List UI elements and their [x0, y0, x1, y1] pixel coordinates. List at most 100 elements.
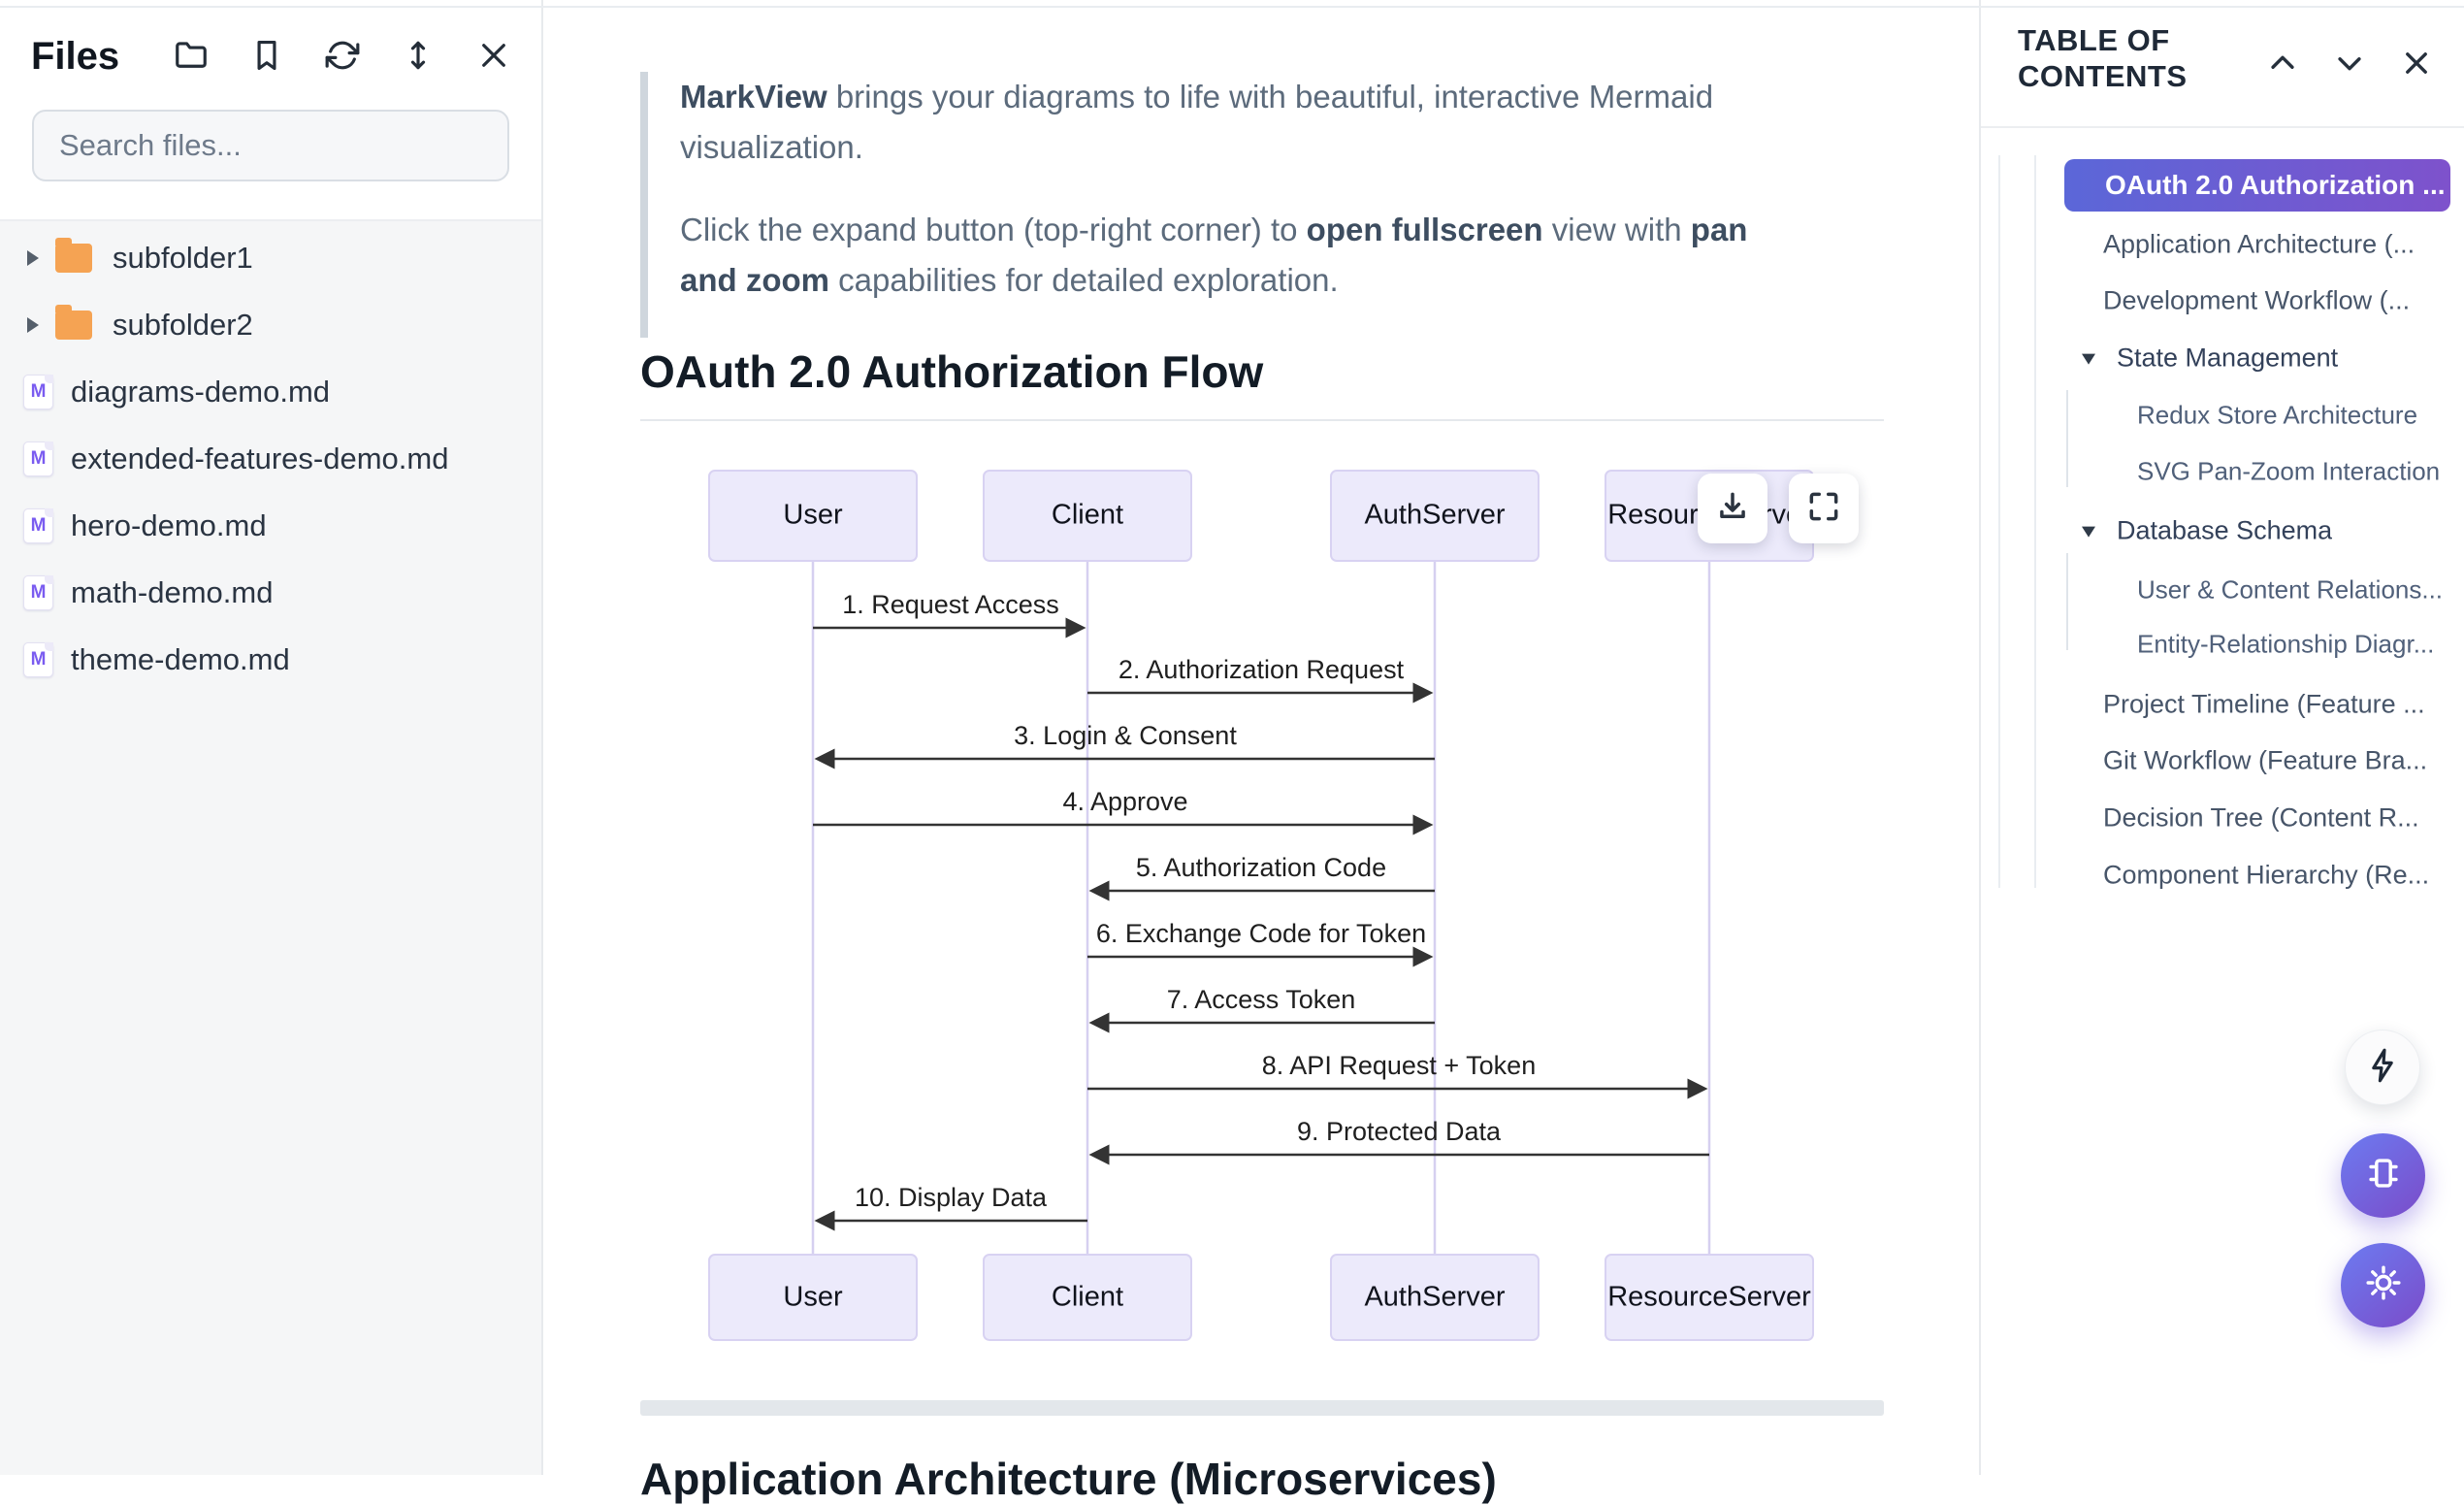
svg-text:3. Login & Consent: 3. Login & Consent: [1014, 721, 1237, 750]
close-icon: [2400, 47, 2433, 84]
toc-title: TABLE OF CONTENTS: [2018, 23, 2188, 93]
folder-icon: [55, 237, 92, 273]
new-folder-button[interactable]: [173, 39, 210, 76]
lightning-icon: [2362, 1045, 2403, 1091]
close-icon: [475, 37, 512, 79]
file-name: math-demo.md: [71, 574, 274, 609]
toc-prev-button[interactable]: [2264, 47, 2301, 83]
expand-collapse-button[interactable]: [400, 39, 437, 76]
file-name: diagrams-demo.md: [71, 374, 331, 409]
toc-item[interactable]: Application Architecture (...: [2103, 229, 2415, 259]
close-sidebar-button[interactable]: [475, 39, 512, 76]
toc-item[interactable]: Git Workflow (Feature Bra...: [2103, 745, 2428, 775]
markdown-file-icon: M: [23, 574, 53, 610]
bookmark-icon: [248, 37, 285, 79]
toc-item[interactable]: Decision Tree (Content R...: [2103, 802, 2419, 833]
chevron-right-icon[interactable]: [27, 249, 39, 266]
markdown-file-icon: M: [23, 374, 53, 409]
svg-text:2. Authorization Request: 2. Authorization Request: [1119, 655, 1405, 684]
svg-text:10. Display Data: 10. Display Data: [855, 1183, 1048, 1212]
file-row-diagrams-demo[interactable]: M diagrams-demo.md: [0, 358, 541, 425]
actor-box-bottom: User Client AuthServer ResourceServer: [708, 1254, 1814, 1341]
toc-item-expandable[interactable]: State Management: [2117, 343, 2339, 373]
sequence-message-labels: 1. Request Access 2. Authorization Reque…: [842, 590, 1536, 1212]
sun-icon: [2361, 1260, 2406, 1310]
mermaid-sequence-diagram: User Client AuthServer ResourceServer 1.…: [708, 470, 1814, 1341]
fullscreen-icon: [1805, 488, 1842, 530]
files-panel-title: Files: [31, 35, 120, 78]
file-row-extended-features-demo[interactable]: M extended-features-demo.md: [0, 425, 541, 492]
markdown-file-icon: M: [23, 441, 53, 476]
markdown-preview-pane: MarkView brings your diagrams to life wi…: [545, 0, 1979, 1504]
svg-text:1. Request Access: 1. Request Access: [842, 590, 1059, 619]
caret-down-icon[interactable]: [2082, 526, 2095, 538]
chevron-down-icon: [2333, 47, 2366, 84]
mermaid-diagram-container: User Client AuthServer ResourceServer 1.…: [640, 446, 1884, 1349]
svg-text:AuthServer: AuthServer: [1364, 500, 1505, 531]
toc-item-sub[interactable]: Redux Store Architecture: [2137, 400, 2418, 430]
svg-text:8. API Request + Token: 8. API Request + Token: [1262, 1051, 1536, 1080]
folder-name: subfolder2: [113, 307, 253, 342]
toc-indent-guide: [2066, 390, 2068, 487]
chevron-up-icon: [2266, 47, 2299, 84]
svg-text:User: User: [783, 500, 843, 531]
bookmarks-button[interactable]: [248, 39, 285, 76]
toc-item-sub[interactable]: Entity-Relationship Diagr...: [2137, 629, 2435, 659]
toc-indent-guide: [1998, 155, 2000, 888]
svg-text:Client: Client: [1052, 500, 1123, 531]
caret-down-icon[interactable]: [2082, 353, 2095, 365]
window-top-border: [0, 6, 2464, 8]
svg-text:6. Exchange Code for Token: 6. Exchange Code for Token: [1096, 919, 1426, 948]
resize-vertical-icon: [400, 37, 437, 79]
theme-toggle-button[interactable]: [2341, 1243, 2425, 1327]
file-name: extended-features-demo.md: [71, 441, 449, 475]
quick-actions-button[interactable]: [2345, 1030, 2420, 1105]
toc-indent-guide: [2066, 553, 2068, 650]
fullscreen-diagram-button[interactable]: [1789, 474, 1859, 543]
toc-next-button[interactable]: [2331, 47, 2368, 83]
svg-text:User: User: [783, 1282, 843, 1313]
file-row-theme-demo[interactable]: M theme-demo.md: [0, 626, 541, 693]
folder-row-subfolder1[interactable]: subfolder1: [0, 224, 541, 291]
blockquote-paragraph: MarkView brings your diagrams to life wi…: [680, 79, 1714, 165]
chip-icon: [2361, 1151, 2406, 1200]
toc-item[interactable]: Development Workflow (...: [2103, 285, 2411, 315]
toc-item[interactable]: Project Timeline (Feature ...: [2103, 689, 2425, 719]
toc-item[interactable]: Component Hierarchy (Re...: [2103, 860, 2430, 890]
table-of-contents-panel: TABLE OF CONTENTS OAuth 2.0 Authorizatio…: [1979, 0, 2464, 1475]
folder-icon: [173, 37, 210, 79]
svg-text:7. Access Token: 7. Access Token: [1167, 985, 1356, 1014]
search-input[interactable]: [32, 110, 509, 181]
refresh-button[interactable]: [324, 39, 361, 76]
folder-row-subfolder2[interactable]: subfolder2: [0, 291, 541, 358]
toc-item-active[interactable]: OAuth 2.0 Authorization ...: [2064, 159, 2450, 212]
actor-box-top: User Client AuthServer ResourceServer: [708, 470, 1814, 562]
download-diagram-button[interactable]: [1698, 474, 1767, 543]
file-row-math-demo[interactable]: M math-demo.md: [0, 559, 541, 626]
file-name: theme-demo.md: [71, 641, 290, 676]
file-name: hero-demo.md: [71, 507, 267, 542]
svg-text:4. Approve: 4. Approve: [1062, 787, 1187, 816]
toc-header: TABLE OF CONTENTS: [1981, 0, 2464, 128]
markdown-file-icon: M: [23, 507, 53, 543]
files-sidebar: Files subfolder1: [0, 0, 543, 1475]
file-row-hero-demo[interactable]: M hero-demo.md: [0, 492, 541, 559]
toc-item-sub[interactable]: User & Content Relations...: [2137, 574, 2444, 605]
device-preview-button[interactable]: [2341, 1133, 2425, 1218]
sync-icon: [324, 37, 361, 79]
markdown-file-icon: M: [23, 641, 53, 677]
blockquote-paragraph: Click the expand button (top-right corne…: [680, 212, 1748, 298]
chevron-right-icon[interactable]: [27, 316, 39, 333]
toc-item-expandable[interactable]: Database Schema: [2117, 515, 2333, 545]
info-blockquote: MarkView brings your diagrams to life wi…: [640, 72, 1863, 338]
file-tree: subfolder1 subfolder2 M diagrams-demo.md…: [0, 223, 541, 1475]
toc-item-sub[interactable]: SVG Pan-Zoom Interaction: [2137, 456, 2441, 486]
section-heading-oauth: OAuth 2.0 Authorization Flow: [640, 345, 1884, 421]
toc-close-button[interactable]: [2398, 47, 2435, 83]
section-heading-architecture: Application Architecture (Microservices): [640, 1454, 1497, 1504]
download-icon: [1714, 488, 1751, 530]
svg-text:Client: Client: [1052, 1282, 1123, 1313]
folder-icon: [55, 304, 92, 340]
files-toolbar: [173, 39, 512, 76]
section-divider: [640, 1400, 1884, 1416]
